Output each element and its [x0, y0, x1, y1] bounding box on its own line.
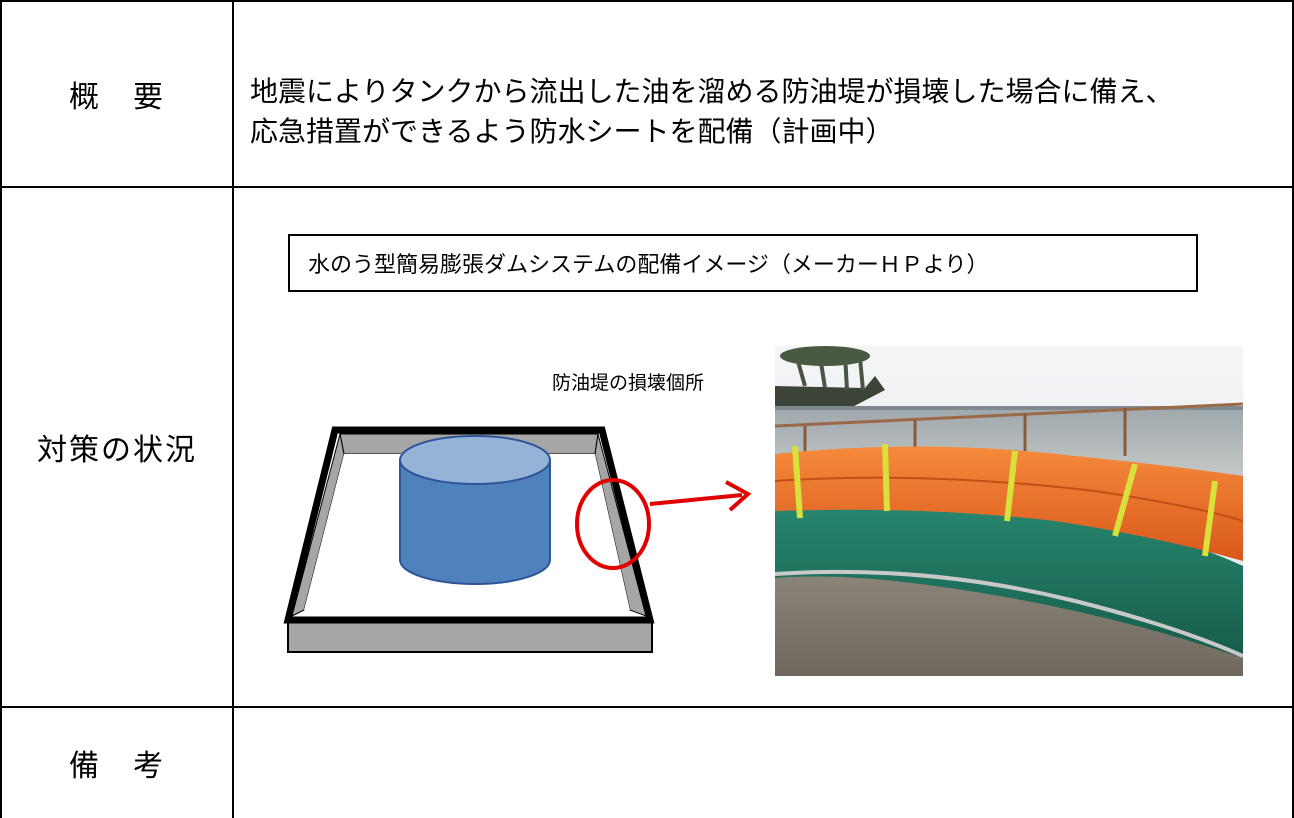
overview-line: 地震によりタンクから流出した油を溜める防油堤が損壊した場合に備え、: [250, 75, 1174, 108]
table-border-top: [0, 0, 1294, 2]
remarks-label: 備 考: [69, 749, 165, 784]
dike-front-wall: [287, 621, 653, 653]
circle-marker: [575, 478, 651, 570]
tank-illustration: [399, 435, 551, 585]
column-divider: [232, 0, 234, 818]
arrow-icon: [649, 480, 752, 512]
table-border-right: [1292, 0, 1294, 818]
overview-text: 地震によりタンクから流出した油を溜める防油堤が損壊した場合に備え、 応急措置がで…: [250, 72, 1270, 152]
row-divider: [0, 706, 1294, 708]
table-border-left: [0, 0, 2, 818]
image-caption: 水のう型簡易膨張ダムシステムの配備イメージ（メーカーＨＰより）: [288, 234, 1198, 292]
overview-line: 応急措置ができるよう防水シートを配備（計画中）: [250, 115, 894, 148]
dam-photo: [775, 346, 1243, 676]
damage-location-label: 防油堤の損壊個所: [552, 372, 705, 394]
oil-dike-diagram: [283, 426, 752, 653]
measures-label: 対策の状況: [37, 433, 197, 468]
remarks-content: [234, 708, 1292, 818]
overview-label: 概 要: [69, 80, 165, 115]
row-divider: [0, 186, 1294, 188]
